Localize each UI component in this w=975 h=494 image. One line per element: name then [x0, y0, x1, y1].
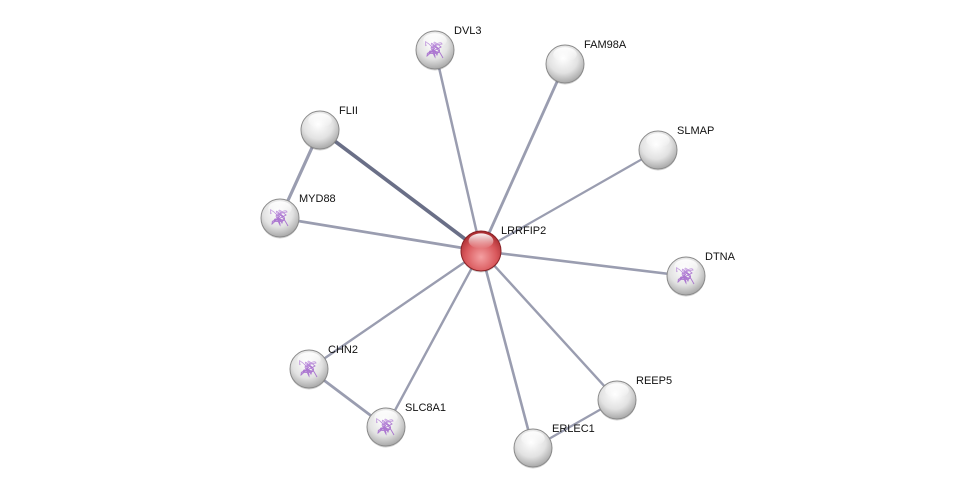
edge-lrrfip2-dvl3[interactable]: [433, 48, 483, 253]
node-reep5[interactable]: REEP5: [597, 375, 672, 421]
protein-structure-icon: [425, 41, 444, 59]
node-label: ERLEC1: [552, 423, 595, 435]
edge-lrrfip2-dtna[interactable]: [479, 249, 688, 278]
node-label: FLII: [339, 105, 358, 117]
node-erlec1[interactable]: ERLEC1: [513, 423, 595, 469]
node-dvl3[interactable]: DVL3: [415, 25, 482, 71]
edge-lrrfip2-slmap[interactable]: [479, 148, 660, 253]
protein-structure-icon: [299, 360, 318, 378]
edge-lrrfip2-reep5[interactable]: [479, 249, 619, 402]
node-chn2[interactable]: CHN2: [289, 344, 358, 390]
edge-lrrfip2-slc8a1[interactable]: [384, 249, 483, 429]
node-label: FAM98A: [584, 39, 627, 51]
node-myd88[interactable]: MYD88: [260, 193, 336, 239]
protein-structure-icon: [676, 267, 695, 285]
edge-lrrfip2-fam98a[interactable]: [479, 62, 567, 253]
node-slmap[interactable]: SLMAP: [638, 125, 714, 171]
edge-lrrfip2-chn2[interactable]: [307, 249, 483, 371]
edge-lrrfip2-flii[interactable]: [318, 128, 483, 253]
node-label: SLMAP: [677, 125, 714, 137]
node-dtna[interactable]: DTNA: [666, 251, 736, 297]
node-label: LRRFIP2: [501, 225, 546, 237]
protein-structure-icon: [270, 209, 289, 227]
node-label: MYD88: [299, 193, 336, 205]
node-label: DVL3: [454, 25, 482, 37]
protein-structure-icon: [376, 418, 395, 436]
node-label: CHN2: [328, 344, 358, 356]
node-slc8a1[interactable]: SLC8A1: [366, 402, 446, 448]
node-label: REEP5: [636, 375, 672, 387]
node-label: SLC8A1: [405, 402, 446, 414]
node-lrrfip2[interactable]: LRRFIP2: [460, 225, 546, 273]
node-fam98a[interactable]: FAM98A: [545, 39, 627, 85]
node-label: DTNA: [705, 251, 736, 263]
node-flii[interactable]: FLII: [300, 105, 358, 151]
edge-lrrfip2-erlec1[interactable]: [479, 249, 535, 450]
edge-lrrfip2-myd88[interactable]: [278, 216, 483, 253]
